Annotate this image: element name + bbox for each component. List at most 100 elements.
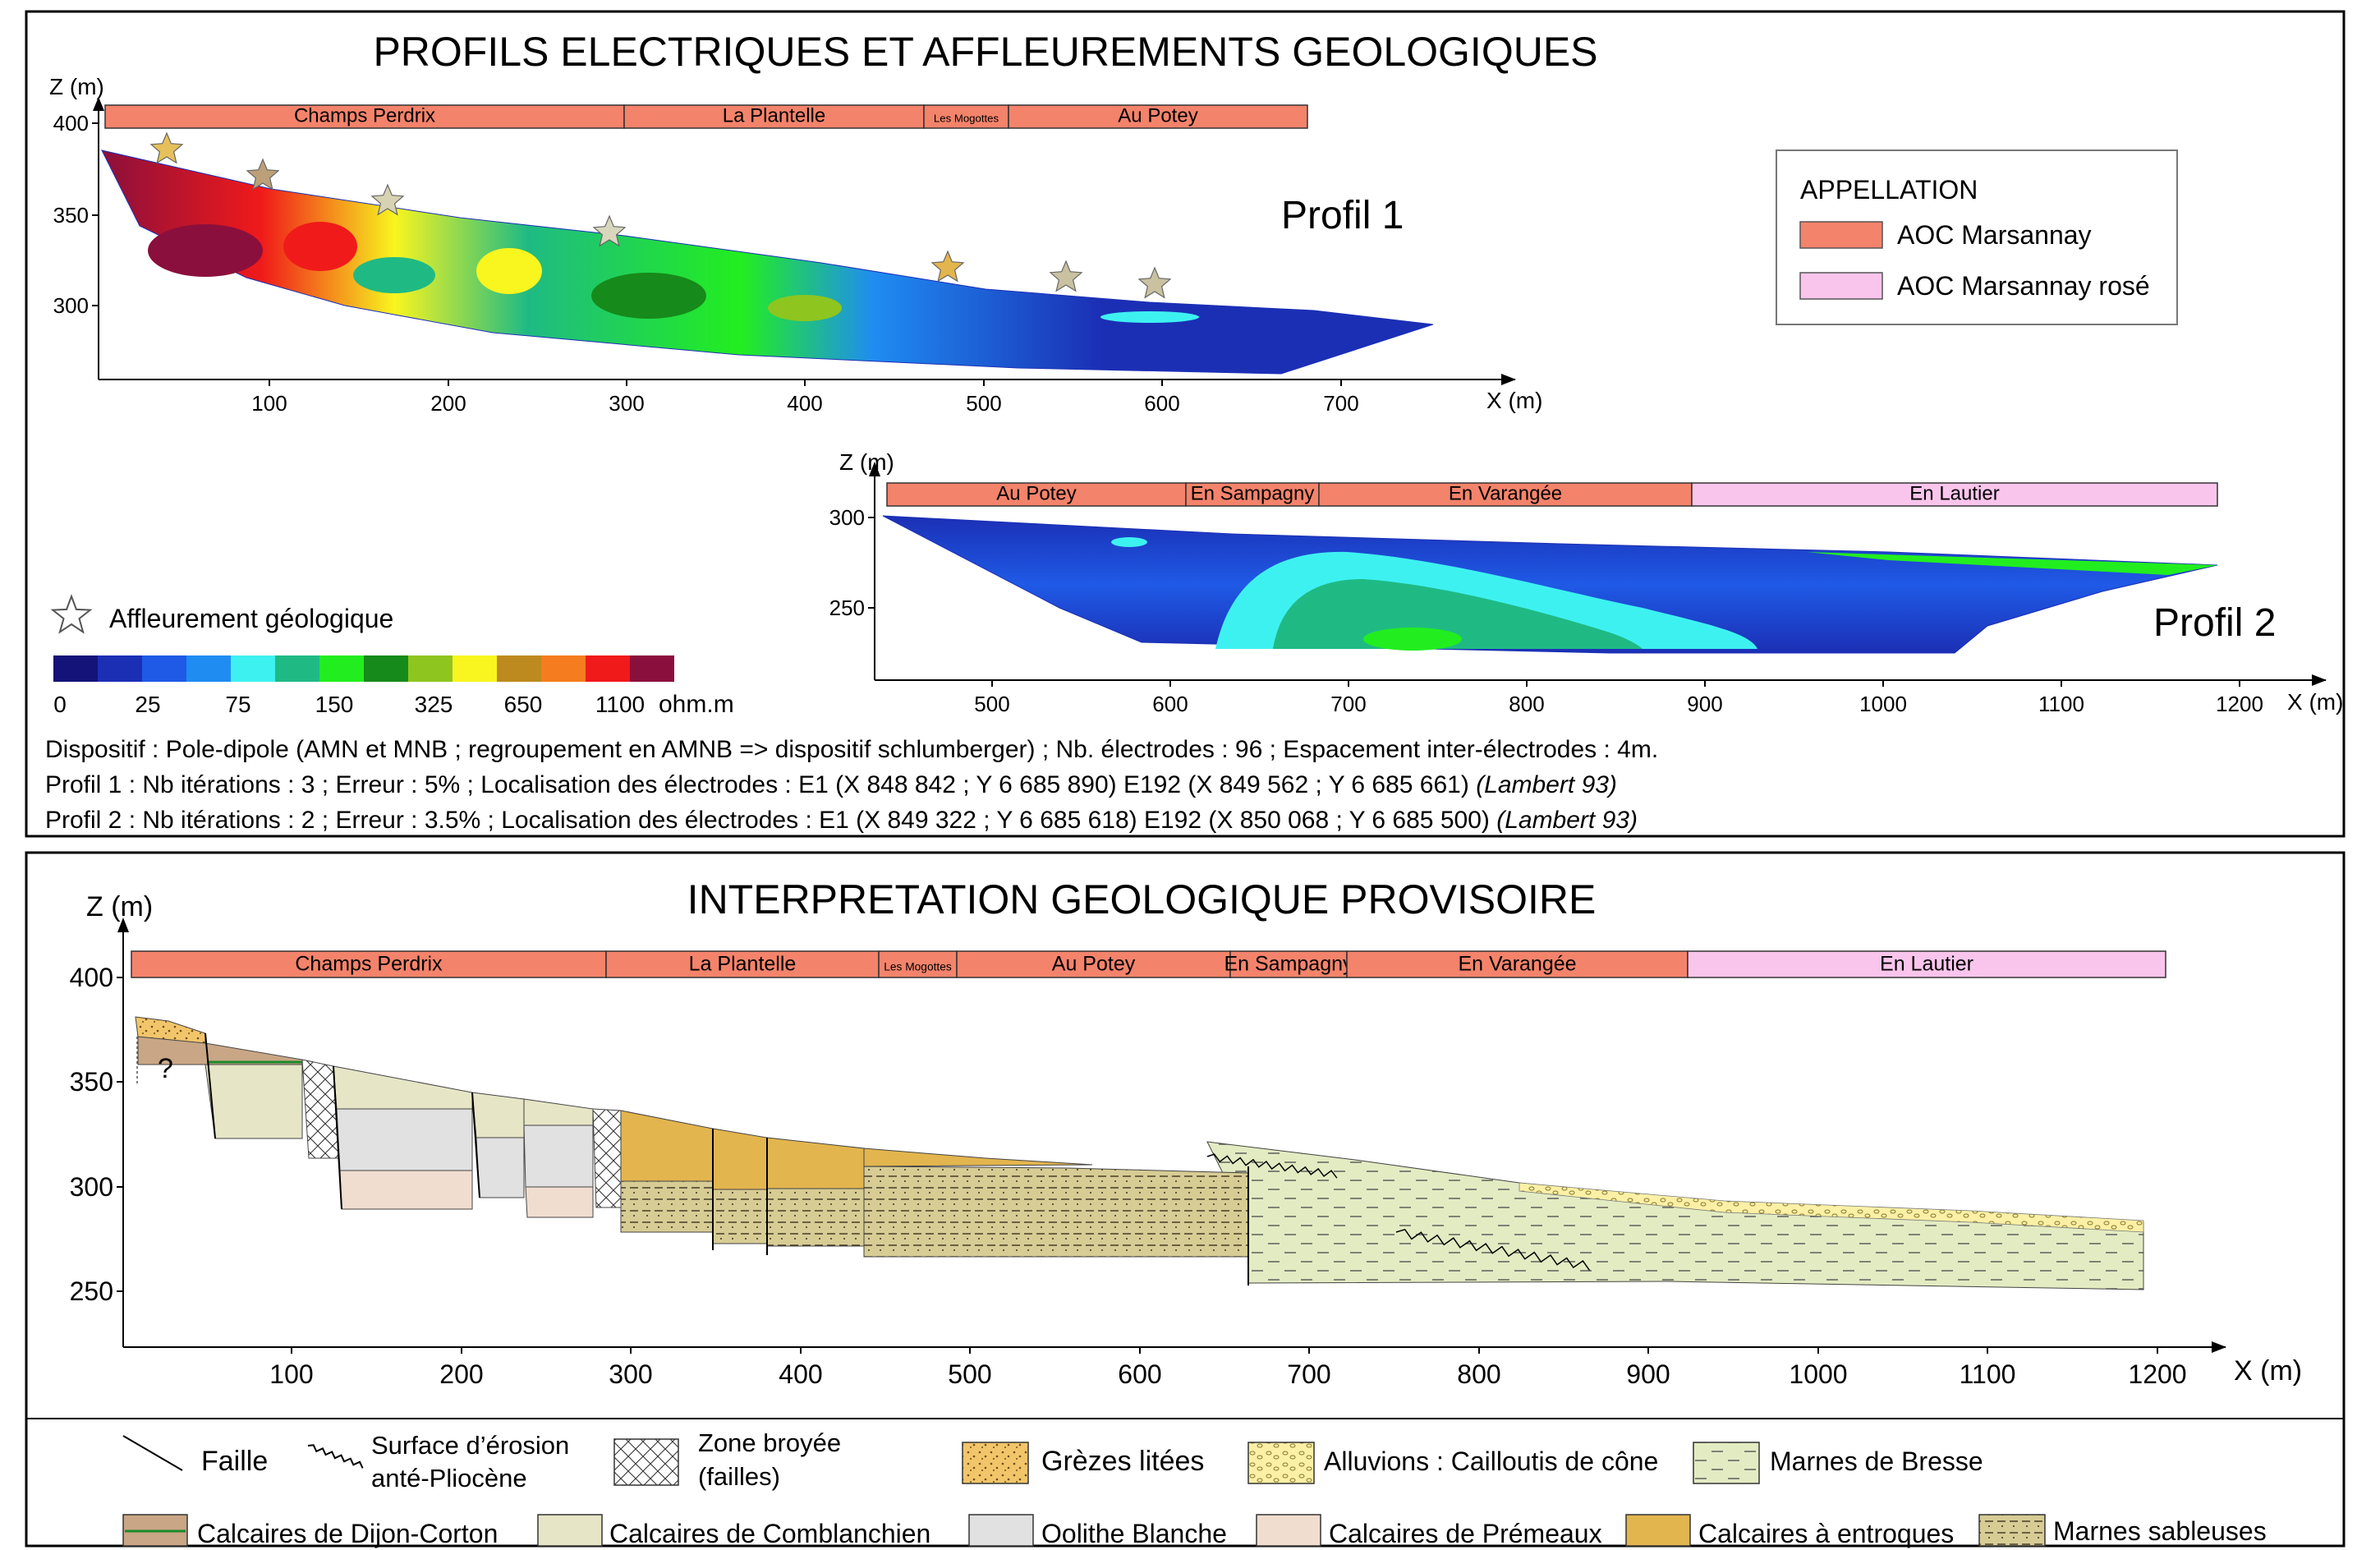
outcrop-legend: Affleurement géologique [50,594,393,634]
note-line-1: Dispositif : Pole-dipole (AMN et MNB ; r… [45,736,1658,763]
s2-z-label: Z (m) [86,891,153,922]
appellation-legend: APPELLATION AOC Marsannay AOC Marsannay … [1776,149,2178,325]
layer-marnes-sableuses-3 [766,1188,865,1247]
colorscale-swatch [53,655,98,682]
layer-marnes-sableuses-4 [863,1166,1249,1258]
s2-x-tick-label: 700 [1287,1359,1330,1389]
p2-lieu-box [886,482,1187,507]
colorscale-label: 0 [53,692,67,717]
p2-name: Profil 2 [2153,601,2276,645]
colorscale-swatch [497,655,541,682]
p1-x-label: X (m) [1486,388,1542,413]
legend-premeaux-swatch [1256,1514,1321,1547]
colorscale-swatch [453,655,497,682]
p2-x-tick-label: 700 [1330,692,1366,716]
p2-lieu-label: En Lautier [1909,483,1999,505]
legend-comblanchien-label: Calcaires de Comblanchien [609,1519,930,1548]
colorscale-label: 25 [135,692,160,717]
s2-lieu-box [1346,950,1689,978]
layer-premeaux-2 [525,1186,594,1218]
p1-anomaly-cyan [1100,311,1199,323]
note-line-3: Profil 2 : Nb itérations : 2 ; Erreur : … [45,807,1638,834]
outcrop-star-icon [246,158,280,191]
p2-x-tick-label: 600 [1152,692,1188,716]
s2-x-tick-label: 300 [609,1359,652,1389]
legend-entroques-swatch [1625,1514,1691,1547]
p1-x-tick-label: 500 [966,391,1001,416]
p1-z-tick-label: 300 [53,293,89,318]
legend-alluvions-label: Alluvions : Cailloutis de cône [1324,1447,1658,1476]
erosion-surface-1 [1206,1153,1338,1179]
outcrop-star-icon [930,250,965,283]
p1-z-tick-label: 400 [53,111,89,136]
p2-z-tick-label: 250 [829,596,865,620]
p2-cyan-spot [1111,537,1147,547]
geology-legend: Faille Surface d’érosion anté-Pliocène Z… [122,1428,2267,1548]
alluvions-strip [1519,1182,2144,1233]
s2-x-tick-label: 200 [439,1359,483,1389]
s2-x-tick-label: 500 [948,1359,991,1389]
s2-lieu-box [1229,950,1348,978]
p1-lieu-box [923,104,1009,129]
p2-lieu-box [1318,482,1693,507]
section2-frame [25,851,2346,1548]
colorscale-label: 75 [225,692,250,717]
s2-lieu-box [956,950,1231,978]
p2-green-core [1363,628,1462,651]
legend-erosion-label-2: anté-Pliocène [371,1464,527,1493]
legend-alluvions-swatch [1247,1442,1315,1484]
appellation-label-1: AOC Marsannay [1897,220,2092,250]
p2-x-label: X (m) [2287,689,2343,715]
p1-lieu-label: Les Mogottes [934,113,999,125]
p2-z-tick-label: 300 [829,505,865,530]
legend-bresse-label: Marnes de Bresse [1770,1447,1983,1476]
s2-x-tick-label: 400 [779,1359,822,1389]
s2-lieu-label: En Varangée [1458,953,1576,976]
p2-z-ticks: 300 250 [829,505,875,620]
legend-premeaux-label: Calcaires de Prémeaux [1329,1519,1602,1548]
p1-resistivity-section [101,149,1434,375]
s2-z-tick-label: 250 [70,1276,113,1306]
layer-comblanchien-2 [333,1065,473,1110]
p1-outcrop-stars [149,131,1172,299]
p2-lieu-label: En Sampagny [1191,483,1315,505]
layer-comblanchien-3 [471,1092,525,1138]
s2-x-label: X (m) [2234,1355,2302,1387]
legend-grezes-swatch [962,1442,1029,1484]
p1-anomaly-red [283,222,357,271]
erosion-surface-2 [1395,1228,1591,1272]
layer-zone-broyee-2 [592,1108,622,1208]
s2-x-arrow [2212,1341,2226,1353]
outcrop-star-icon [370,183,405,216]
section2-title: INTERPRETATION GEOLOGIQUE PROVISOIRE [687,876,1597,922]
s2-lieu-label: La Plantelle [689,953,797,976]
s2-lieu-label: Les Mogottes [884,961,952,973]
colorscale-label: 650 [504,692,543,717]
layer-premeaux-1 [339,1170,473,1210]
colorscale-swatch [98,655,142,682]
s2-x-tick-label: 1100 [1960,1359,2016,1389]
layer-comblanchien-1 [204,1064,303,1139]
colorscale-label: 325 [415,692,453,717]
p1-x-arrow [1501,374,1516,385]
p2-x-arrow [2312,674,2327,686]
appellation-swatch-2 [1799,272,1883,300]
legend-oolithe-label: Oolithe Blanche [1041,1519,1227,1548]
s2-z-tick-label: 350 [70,1067,113,1097]
legend-bresse-swatch [1693,1442,1760,1484]
p1-anomaly-yellow [476,248,542,294]
outcrop-star-icon [592,214,627,247]
appellation-title: APPELLATION [1800,175,1978,205]
p1-anomaly-dark [148,224,263,277]
layer-comblanchien-4 [523,1098,594,1126]
colorscale-swatch [364,655,408,682]
p2-lieu-label: Au Potey [996,483,1076,505]
p2-x-tick-label: 1100 [2038,692,2084,716]
legend-erosion-icon [307,1444,364,1469]
